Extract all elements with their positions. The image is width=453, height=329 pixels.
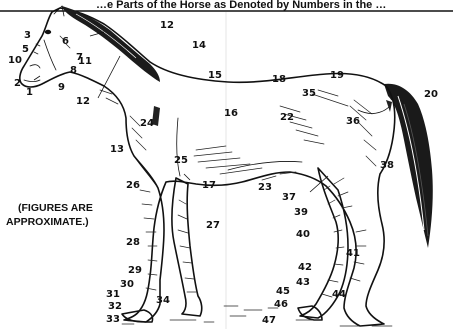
note-line-2: APPROXIMATE.)	[6, 216, 89, 228]
label-18: 18	[272, 74, 286, 85]
label-20: 20	[424, 89, 438, 100]
label-12-throat: 12	[76, 96, 90, 107]
label-5: 5	[22, 44, 29, 55]
label-39: 39	[294, 207, 308, 218]
label-43: 43	[296, 277, 310, 288]
label-11: 11	[78, 56, 92, 67]
label-45: 45	[276, 286, 290, 297]
ground-line	[122, 306, 392, 326]
label-36: 36	[346, 116, 360, 127]
label-22: 22	[280, 112, 294, 123]
label-24: 24	[140, 118, 154, 129]
label-44: 44	[332, 289, 346, 300]
label-1: 1	[26, 87, 33, 98]
label-6: 6	[62, 36, 69, 47]
label-28: 28	[126, 237, 140, 248]
label-37: 37	[282, 192, 296, 203]
label-41: 41	[346, 248, 360, 259]
label-12-crest: 12	[160, 20, 174, 31]
label-42: 42	[298, 262, 312, 273]
header-text: …e Parts of the Horse as Denoted by Numb…	[96, 0, 386, 11]
label-47: 47	[262, 315, 276, 326]
label-31: 31	[106, 289, 120, 300]
label-23: 23	[258, 182, 272, 193]
label-33: 33	[106, 314, 120, 325]
label-40: 40	[296, 229, 310, 240]
label-9: 9	[58, 82, 65, 93]
label-10: 10	[8, 55, 22, 66]
label-17: 17	[202, 180, 216, 191]
label-25: 25	[174, 155, 188, 166]
label-30: 30	[120, 279, 134, 290]
far-foreleg	[172, 178, 202, 316]
label-2: 2	[14, 78, 21, 89]
label-8: 8	[70, 65, 77, 76]
label-35: 35	[302, 88, 316, 99]
label-13: 13	[110, 144, 124, 155]
label-29: 29	[128, 265, 142, 276]
label-14: 14	[192, 40, 206, 51]
label-15: 15	[208, 70, 222, 81]
label-19: 19	[330, 70, 344, 81]
note-line-1: (FIGURES ARE	[18, 202, 93, 214]
approximate-note: (FIGURES ARE APPROXIMATE.)	[6, 202, 93, 228]
label-38: 38	[380, 160, 394, 171]
label-3: 3	[24, 30, 31, 41]
label-16: 16	[224, 108, 238, 119]
label-46: 46	[274, 299, 288, 310]
label-34: 34	[156, 295, 170, 306]
eye	[45, 30, 51, 34]
label-32: 32	[108, 301, 122, 312]
label-27: 27	[206, 220, 220, 231]
label-26: 26	[126, 180, 140, 191]
